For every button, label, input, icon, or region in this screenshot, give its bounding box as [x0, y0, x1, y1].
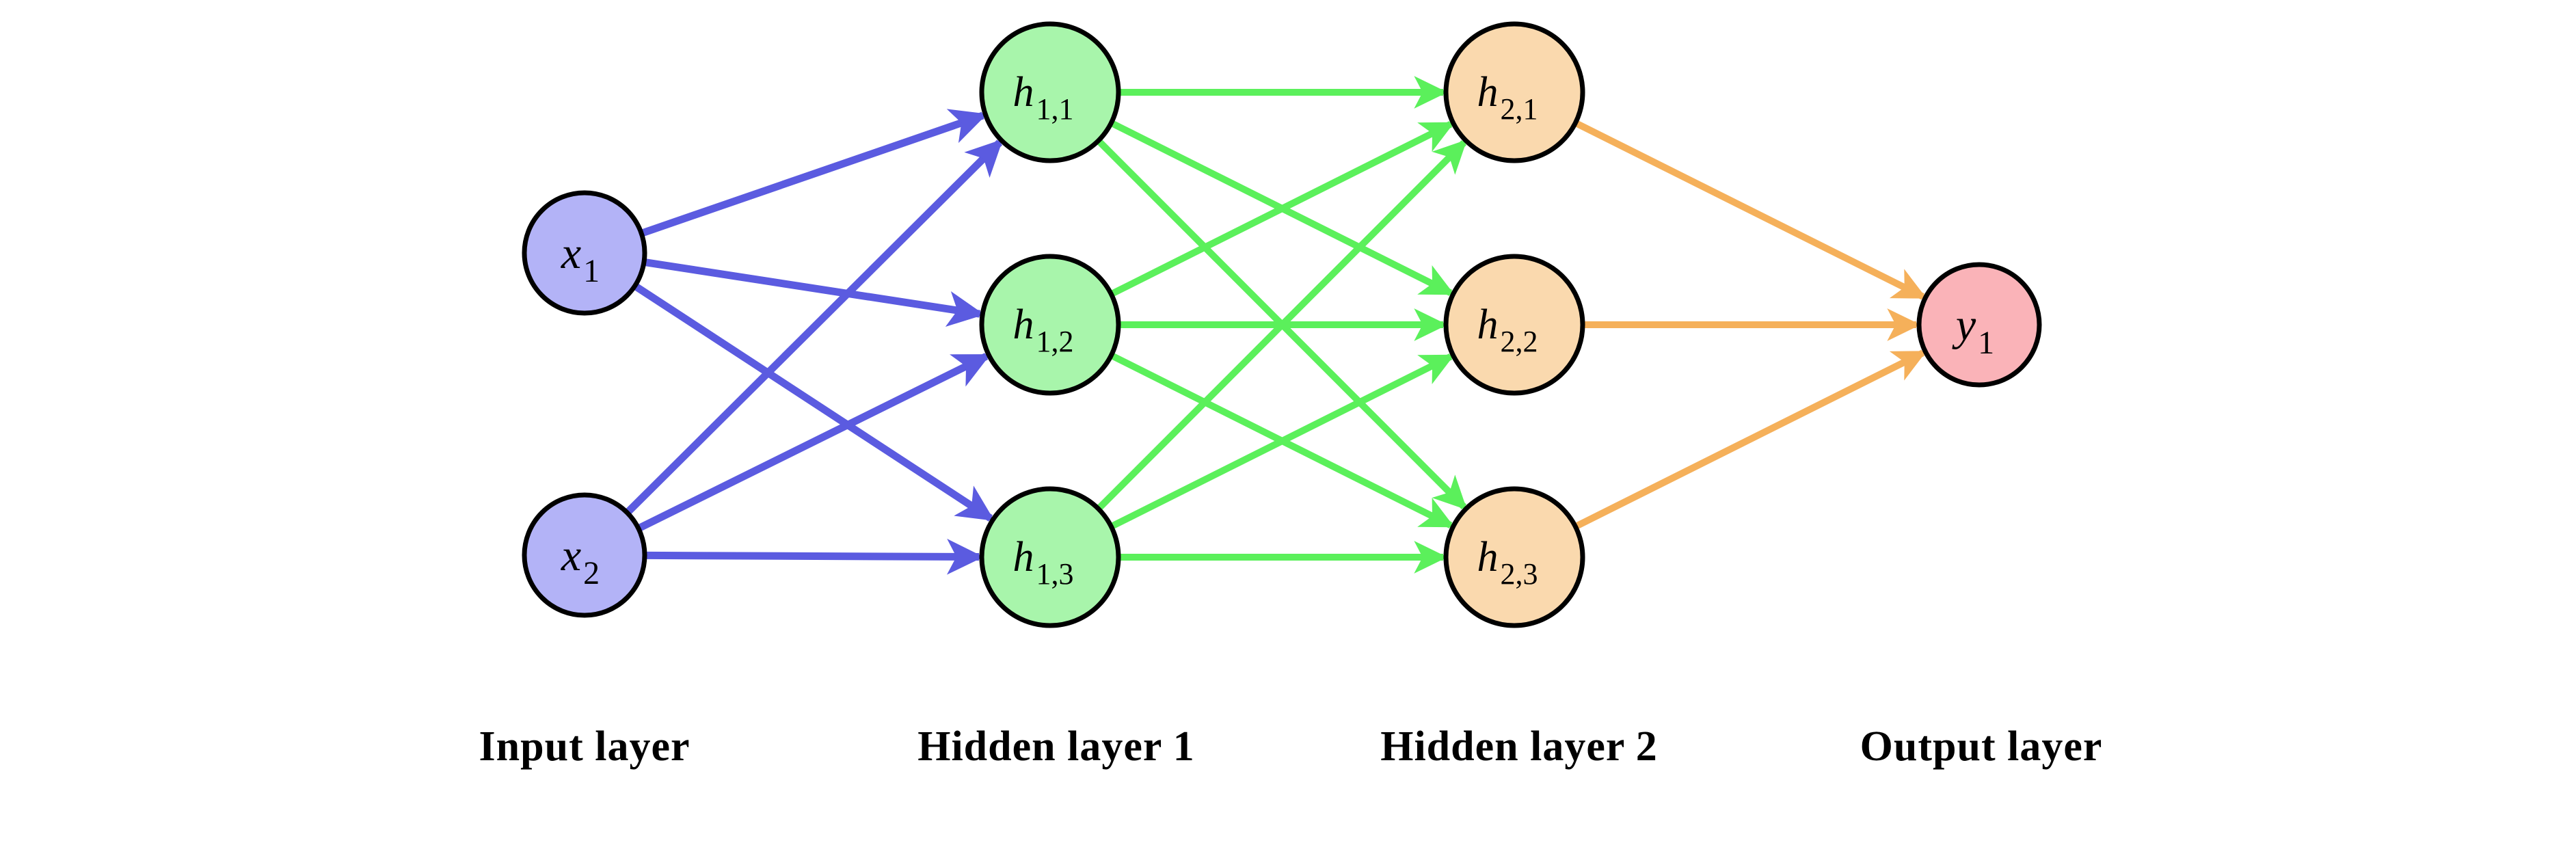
node-h11[interactable]: h1,1 [979, 21, 1121, 163]
edge-h21-to-y1 [1574, 120, 1927, 300]
node-h12[interactable]: h1,2 [979, 254, 1121, 396]
node-label-h12: h1,2 [1013, 301, 1074, 358]
layer-caption-input-layer: Input layer [479, 723, 690, 770]
node-circle-h22[interactable] [1443, 254, 1585, 396]
node-label-h13: h1,3 [1013, 534, 1074, 591]
node-label-sub-h11: 1,1 [1036, 92, 1074, 126]
node-label-sub-x1: 1 [583, 253, 600, 289]
layer-captions-group: Input layer Hidden layer 1 Hidden layer 2 O… [479, 723, 2103, 770]
edge-h13-to-h22 [1110, 353, 1455, 529]
node-label-h11: h1,1 [1013, 69, 1074, 126]
node-x1[interactable]: x1 [522, 190, 647, 316]
node-label-h22: h2,2 [1477, 301, 1538, 358]
node-circle-x2[interactable] [522, 492, 647, 618]
node-circle-h12[interactable] [979, 254, 1121, 396]
edges-group [625, 76, 1927, 575]
node-label-h23: h2,3 [1477, 534, 1538, 591]
edge-x2-to-h13 [645, 539, 984, 575]
node-label-base-x2: x [561, 531, 581, 580]
node-label-base-h13: h [1013, 534, 1034, 580]
node-label-sub-h21: 2,1 [1501, 92, 1538, 126]
node-label-sub-h13: 1,3 [1036, 557, 1074, 591]
edge-h13-to-h21 [1097, 139, 1467, 511]
node-label-y1: y1 [1952, 300, 1994, 362]
node-label-x1: x1 [561, 228, 600, 290]
edge-h12-to-h21 [1110, 121, 1455, 297]
node-label-base-x1: x [561, 228, 581, 278]
node-circle-y1[interactable] [1916, 262, 2042, 388]
node-h22[interactable]: h2,2 [1443, 254, 1585, 396]
node-label-x2: x2 [561, 531, 600, 592]
node-label-sub-h22: 2,2 [1501, 325, 1538, 358]
edge-x2-to-h12 [638, 353, 991, 532]
layer-caption-hidden-layer-1: Hidden layer 1 [917, 723, 1195, 770]
edge-x1-to-h12 [645, 258, 984, 327]
node-h13[interactable]: h1,3 [979, 486, 1121, 628]
edge-h23-to-y1 [1574, 349, 1927, 529]
node-circle-h21[interactable] [1443, 21, 1585, 163]
node-label-base-h22: h [1477, 301, 1499, 348]
layer-caption-output-layer: Output layer [1860, 723, 2103, 770]
edge-x1-to-h11 [641, 109, 988, 237]
node-label-sub-y1: 1 [1978, 325, 1994, 361]
node-h21[interactable]: h2,1 [1443, 21, 1585, 163]
node-label-base-h21: h [1477, 69, 1499, 116]
node-circle-h23[interactable] [1443, 486, 1585, 628]
node-label-base-h11: h [1013, 69, 1034, 116]
node-circle-x1[interactable] [522, 190, 647, 316]
edge-x2-to-h11 [625, 139, 1004, 515]
node-label-sub-h12: 1,2 [1036, 325, 1074, 358]
node-label-base-h12: h [1013, 301, 1034, 348]
node-label-base-h23: h [1477, 534, 1499, 580]
node-label-sub-h23: 2,3 [1501, 557, 1538, 591]
node-label-sub-x2: 2 [583, 555, 600, 591]
node-circle-h13[interactable] [979, 486, 1121, 628]
node-y1[interactable]: y1 [1916, 262, 2042, 388]
node-label-base-y1: y [1952, 300, 1976, 350]
edge-x1-to-h13 [634, 283, 995, 522]
node-h23[interactable]: h2,3 [1443, 486, 1585, 628]
node-x2[interactable]: x2 [522, 492, 647, 618]
node-circle-h11[interactable] [979, 21, 1121, 163]
layer-caption-hidden-layer-2: Hidden layer 2 [1380, 723, 1658, 770]
node-label-h21: h2,1 [1477, 69, 1538, 126]
